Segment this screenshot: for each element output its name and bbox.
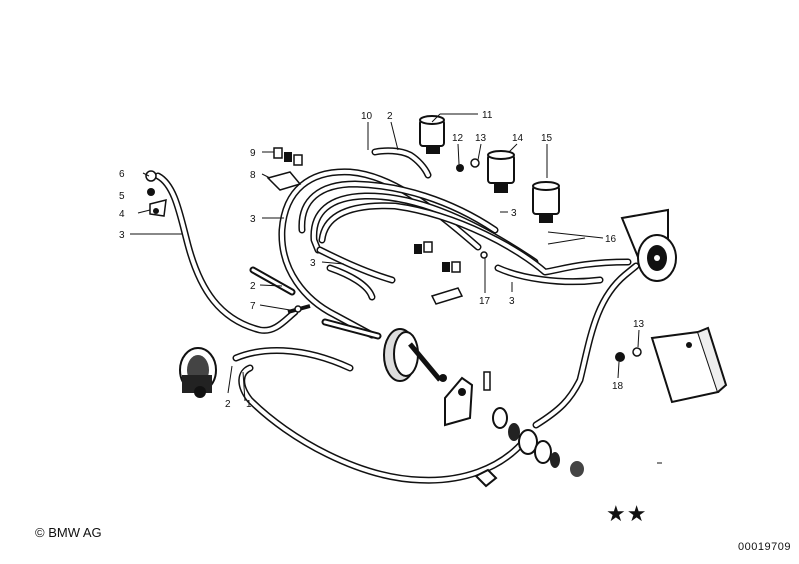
part-12-screw bbox=[456, 164, 464, 172]
pipe-2-left bbox=[249, 266, 296, 296]
callout-17: 17 bbox=[479, 296, 491, 307]
callout-2: 2 bbox=[225, 399, 231, 410]
part-8-clip bbox=[266, 171, 302, 191]
pressure-regulator-left bbox=[179, 347, 217, 398]
callout-3: 3 bbox=[509, 296, 515, 307]
callout-9: 9 bbox=[250, 148, 256, 159]
hose-loop-outer bbox=[278, 168, 482, 339]
control-unit bbox=[650, 326, 728, 404]
callout-3: 3 bbox=[250, 214, 256, 225]
switch-11 bbox=[419, 115, 445, 154]
hose-2-lower bbox=[232, 347, 354, 372]
switch-15 bbox=[532, 181, 560, 223]
actuator-right bbox=[620, 208, 677, 282]
callout-labels: 1 2 2 2 3 3 3 3 3 4 5 6 7 8 9 10 11 12 1… bbox=[119, 110, 645, 410]
callout-16: 16 bbox=[605, 234, 617, 245]
hose-1-bottom bbox=[238, 364, 529, 484]
vacuum-servo bbox=[383, 328, 447, 382]
callout-11: 11 bbox=[482, 110, 493, 121]
callout-1: 1 bbox=[246, 399, 252, 410]
pipe-3-center bbox=[321, 318, 382, 340]
hose-left-long bbox=[154, 172, 299, 334]
part-5-nut bbox=[147, 188, 155, 196]
part-6-cap bbox=[145, 170, 157, 182]
callout-12: 12 bbox=[452, 133, 464, 144]
mounting-bracket bbox=[444, 371, 491, 427]
callout-3: 3 bbox=[511, 208, 517, 219]
hose-3-near-17 bbox=[494, 264, 604, 286]
hose-loop-inner-1 bbox=[298, 180, 499, 234]
part-13-washer bbox=[470, 158, 480, 168]
callout-3: 3 bbox=[119, 230, 125, 241]
part-7-tee bbox=[287, 304, 311, 314]
part-4-clamp bbox=[149, 199, 167, 217]
diagram-number: 00019709 bbox=[738, 541, 791, 553]
callout-5: 5 bbox=[119, 191, 125, 202]
screw-18 bbox=[615, 352, 625, 362]
switch-14 bbox=[487, 150, 515, 193]
clip-bottom bbox=[474, 468, 498, 488]
hose-short-middle bbox=[316, 246, 396, 301]
leader-lines bbox=[130, 113, 640, 402]
screw-13-right bbox=[632, 347, 642, 357]
callout-18: 18 bbox=[612, 381, 624, 392]
hose-2-top bbox=[371, 147, 432, 179]
callout-7: 7 bbox=[250, 301, 256, 312]
hose-loop-inner-3 bbox=[318, 202, 632, 276]
callout-15: 15 bbox=[541, 133, 553, 144]
callout-8: 8 bbox=[250, 170, 256, 181]
callout-2: 2 bbox=[387, 111, 393, 122]
callout-10: 10 bbox=[361, 111, 373, 122]
part-9-clips bbox=[273, 147, 303, 166]
copyright-text: © BMW AG bbox=[35, 525, 102, 540]
callout-13: 13 bbox=[475, 133, 487, 144]
callout-13: 13 bbox=[633, 319, 645, 330]
hose-right-long bbox=[532, 262, 640, 429]
callout-3: 3 bbox=[310, 258, 316, 269]
part-17-tee bbox=[480, 251, 488, 259]
loose-clips-center bbox=[414, 241, 464, 305]
callout-6: 6 bbox=[119, 169, 125, 180]
callout-14: 14 bbox=[512, 133, 524, 144]
callout-2: 2 bbox=[250, 281, 256, 292]
callout-4: 4 bbox=[119, 209, 125, 220]
bushing-set bbox=[492, 407, 584, 477]
rating-stars: ★★ bbox=[606, 501, 648, 526]
